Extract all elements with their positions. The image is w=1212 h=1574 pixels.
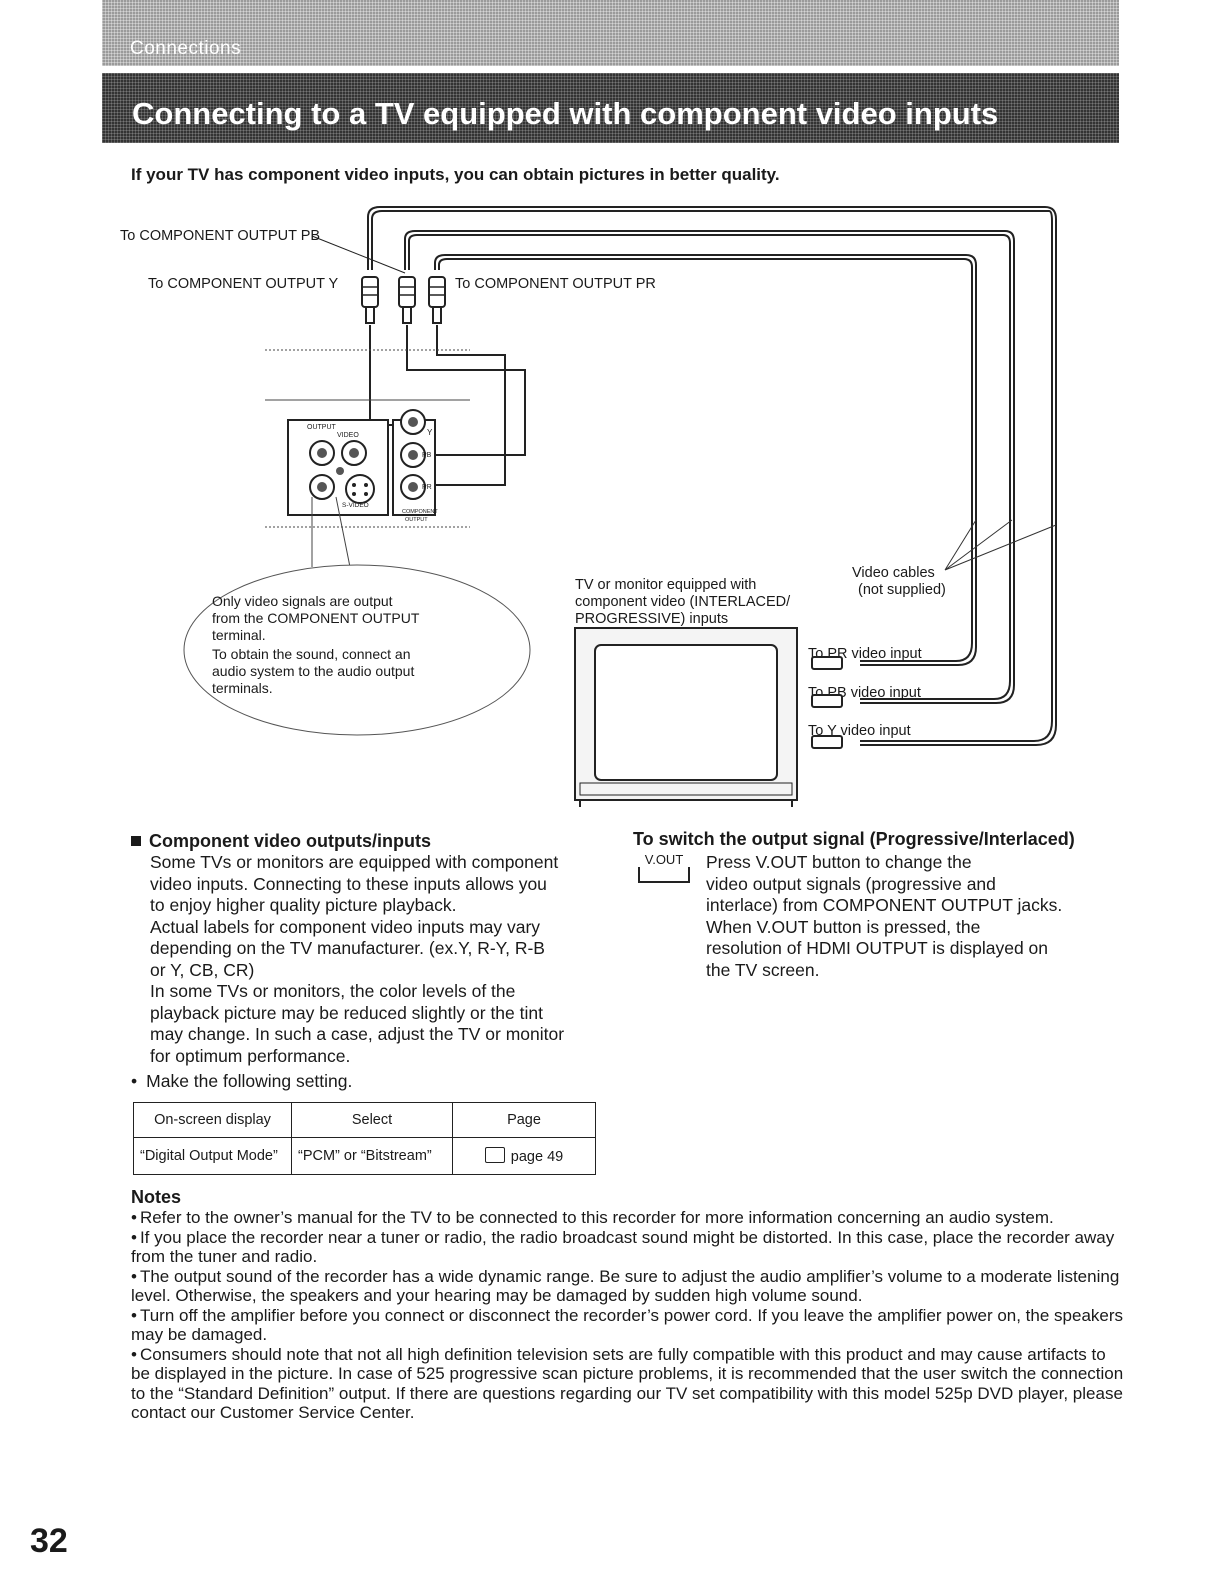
- page-number: 32: [30, 1522, 68, 1560]
- label-to-component-y: To COMPONENT OUTPUT Y: [148, 276, 338, 292]
- component-line: Some TVs or monitors are equipped with c…: [150, 852, 559, 872]
- note-item: Turn off the amplifier before you connec…: [131, 1306, 1126, 1345]
- page-reference-icon: [484, 1147, 505, 1163]
- panel-pb-label: PB: [422, 452, 432, 459]
- switch-line: interlace) from COMPONENT OUTPUT jacks.: [706, 895, 1063, 915]
- video-cables-label: Video cables: [852, 565, 935, 581]
- recorder-rear-panel: OUTPUT VIDEO S-VIDEO Y PB PR COMPONENT O…: [287, 409, 438, 523]
- switch-line: Press V.OUT button to change the: [706, 852, 972, 872]
- label-to-component-pb: To COMPONENT OUTPUT PB: [120, 228, 320, 244]
- connection-diagram: To COMPONENT OUTPUT PB To COMPONENT OUTP…: [120, 206, 1057, 807]
- table-cell: “PCM” or “Bitstream”: [291, 1137, 453, 1175]
- switch-section: To switch the output signal (Progressive…: [633, 829, 1113, 981]
- vout-button: V.OUT: [637, 852, 691, 883]
- component-line: depending on the TV manufacturer. (ex.Y,…: [150, 938, 545, 958]
- callout-line-4: To obtain the sound, connect an: [212, 646, 410, 662]
- component-line: to enjoy higher quality picture playback…: [150, 895, 457, 915]
- component-line: or Y, CB, CR): [150, 959, 255, 980]
- vout-button-shape: [638, 867, 690, 883]
- component-body: Some TVs or monitors are equipped with c…: [131, 852, 631, 1067]
- component-line: video inputs. Connecting to these inputs…: [150, 873, 547, 894]
- callout-line-6: terminals.: [212, 680, 273, 696]
- note-item: If you place the recorder near a tuner o…: [131, 1228, 1126, 1267]
- label-to-component-pr: To COMPONENT OUTPUT PR: [455, 276, 656, 292]
- component-line: playback picture may be reduced slightly…: [150, 1002, 543, 1023]
- panel-pr-label: PR: [422, 484, 432, 491]
- page-title: Connecting to a TV equipped with compone…: [132, 96, 999, 131]
- panel-video-label: VIDEO: [337, 432, 359, 439]
- table-cell: “Digital Output Mode”: [133, 1137, 292, 1175]
- panel-y-label: Y: [427, 428, 433, 437]
- notes-list: Refer to the owner’s manual for the TV t…: [131, 1208, 1126, 1423]
- title-bar: [102, 73, 1119, 143]
- note-item: The output sound of the recorder has a w…: [131, 1267, 1126, 1306]
- switch-line: video output signals (progressive and: [706, 873, 996, 894]
- tv-illustration: [574, 627, 798, 807]
- video-cables-note: (not supplied): [858, 582, 946, 598]
- callout-line-5: audio system to the audio output: [212, 663, 414, 679]
- table-header-cell: On-screen display: [133, 1102, 292, 1138]
- component-line: for optimum performance.: [150, 1045, 351, 1066]
- tv-caption-line-3: PROGRESSIVE) inputs: [575, 611, 728, 627]
- section-header-band: [102, 0, 1119, 66]
- tv-caption-line-1: TV or monitor equipped with: [575, 577, 756, 593]
- tv-caption-line-2: component video (INTERLACED/: [575, 594, 791, 610]
- panel-svideo-label: S-VIDEO: [342, 502, 369, 509]
- lead-text: If your TV has component video inputs, y…: [131, 165, 780, 184]
- note-item: Consumers should note that not all high …: [131, 1345, 1126, 1423]
- panel-component-output-label: OUTPUT: [405, 517, 428, 523]
- component-section: Component video outputs/inputs Some TVs …: [131, 831, 631, 1093]
- setting-instruction: •Make the following setting.: [131, 1071, 353, 1091]
- table-cell-page: page 49: [452, 1137, 596, 1175]
- component-line: In some TVs or monitors, the color level…: [150, 981, 516, 1001]
- notes-heading: Notes: [131, 1187, 182, 1207]
- square-bullet-icon: [131, 836, 141, 846]
- vout-button-label: V.OUT: [644, 852, 684, 867]
- component-heading: Component video outputs/inputs: [131, 831, 631, 852]
- callout-line-2: from the COMPONENT OUTPUT: [212, 610, 420, 626]
- section-label: Connections: [130, 38, 242, 59]
- table-header-cell: Select: [291, 1102, 453, 1138]
- switch-line: the TV screen.: [706, 959, 820, 980]
- table-header-cell: Page: [452, 1102, 596, 1138]
- switch-line: resolution of HDMI OUTPUT is displayed o…: [706, 938, 1049, 958]
- panel-component-label: COMPONENT: [402, 509, 438, 515]
- notes-section: Notes Refer to the owner’s manual for th…: [131, 1187, 1126, 1423]
- setting-table: On-screen display Select Page “Digital O…: [133, 1102, 596, 1175]
- switch-line: When V.OUT button is pressed, the: [706, 916, 981, 937]
- callout-line-1: Only video signals are output: [212, 593, 393, 609]
- switch-heading: To switch the output signal (Progressive…: [633, 829, 1075, 849]
- callout-line-3: terminal.: [212, 627, 266, 643]
- note-item: Refer to the owner’s manual for the TV t…: [131, 1208, 1126, 1228]
- switch-body: Press V.OUT button to change the video o…: [706, 852, 1113, 981]
- component-line: may change. In such a case, adjust the T…: [150, 1024, 565, 1044]
- component-line: Actual labels for component video inputs…: [150, 916, 541, 937]
- panel-output-label: OUTPUT: [307, 424, 337, 431]
